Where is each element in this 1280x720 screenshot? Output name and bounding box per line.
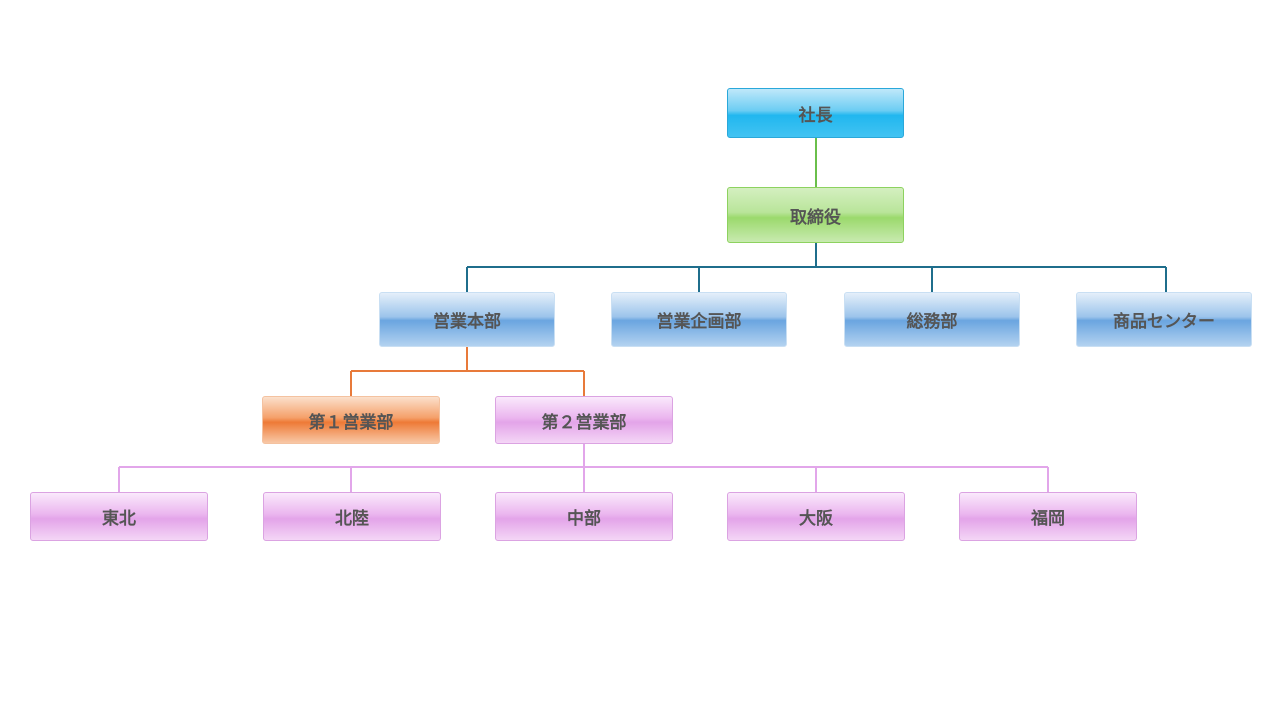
node-sales-1-label: 第１営業部 — [308, 412, 394, 433]
node-product-center-label: 商品センター — [1113, 312, 1215, 332]
node-osaka[interactable]: 大阪 — [727, 492, 905, 541]
node-president-label: 社長 — [798, 105, 833, 126]
connector-director-departments — [466, 243, 1167, 292]
node-president[interactable]: 社長 — [727, 88, 904, 138]
node-sales-1[interactable]: 第１営業部 — [262, 396, 440, 444]
node-osaka-label: 大阪 — [799, 509, 833, 529]
node-chubu[interactable]: 中部 — [495, 492, 673, 541]
node-hokuriku[interactable]: 北陸 — [263, 492, 441, 541]
node-director[interactable]: 取締役 — [727, 187, 904, 243]
node-director-label: 取締役 — [790, 207, 841, 228]
node-fukuoka-label: 福岡 — [1031, 509, 1065, 529]
node-hokuriku-label: 北陸 — [335, 509, 369, 529]
node-fukuoka[interactable]: 福岡 — [959, 492, 1137, 541]
node-sales-planning[interactable]: 営業企画部 — [611, 292, 787, 347]
node-general-affairs-label: 総務部 — [906, 312, 958, 332]
node-general-affairs[interactable]: 総務部 — [844, 292, 1020, 347]
node-sales-planning-label: 営業企画部 — [656, 312, 742, 332]
node-sales-2[interactable]: 第２営業部 — [495, 396, 673, 444]
node-tohoku[interactable]: 東北 — [30, 492, 208, 541]
node-sales-2-label: 第２営業部 — [541, 412, 627, 433]
node-chubu-label: 中部 — [567, 509, 601, 529]
node-tohoku-label: 東北 — [102, 509, 136, 529]
connector-saleshq-divisions — [350, 347, 585, 396]
connector-sales2-regions — [118, 444, 1049, 492]
node-sales-hq[interactable]: 営業本部 — [379, 292, 555, 347]
node-sales-hq-label: 営業本部 — [433, 312, 501, 332]
node-product-center[interactable]: 商品センター — [1076, 292, 1252, 347]
